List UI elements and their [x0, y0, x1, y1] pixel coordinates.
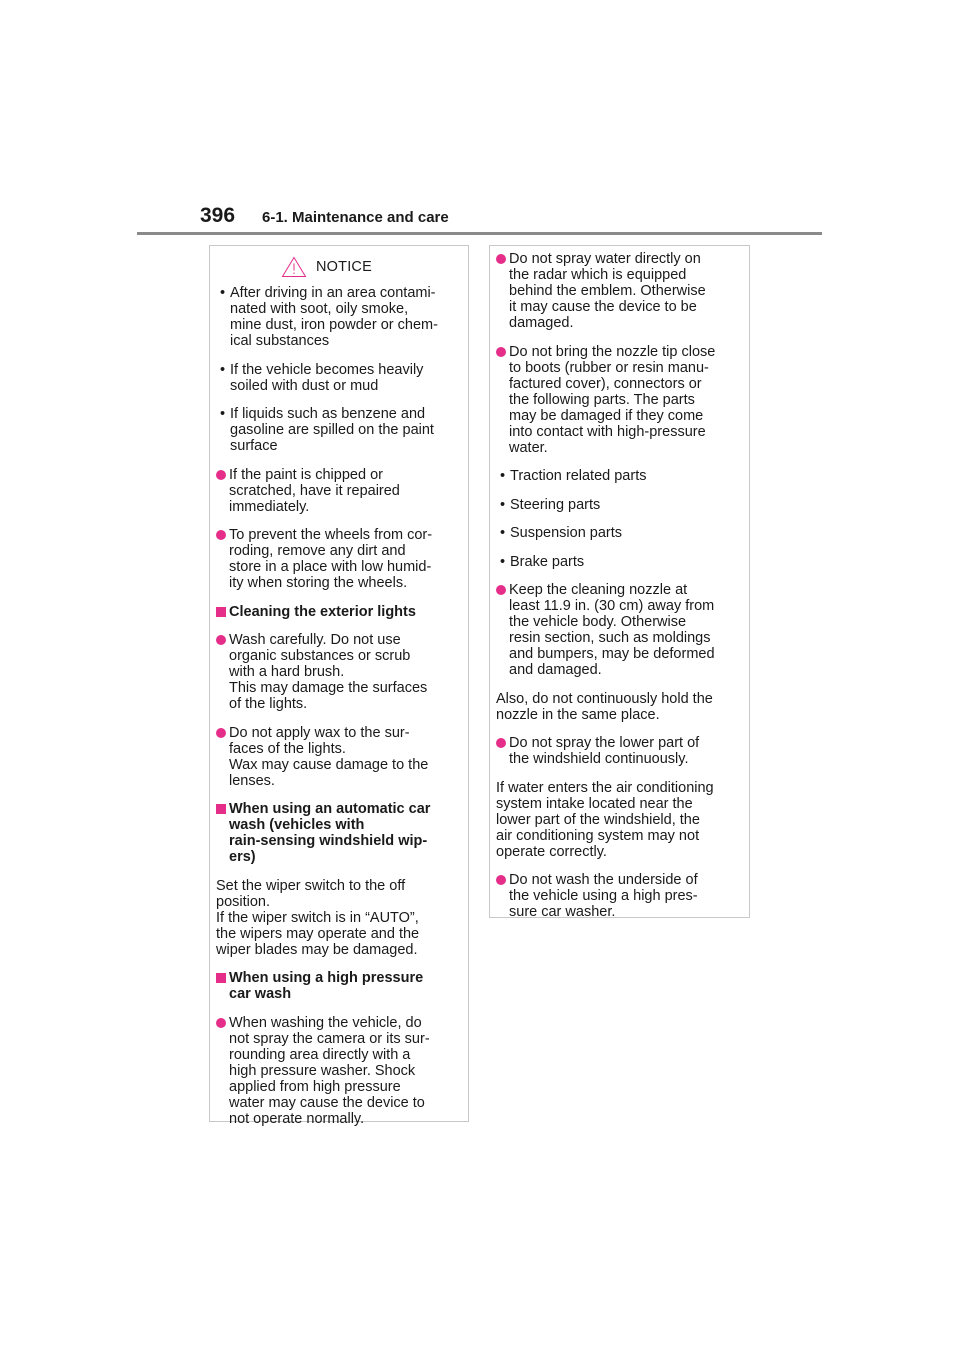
item-text: Set the wiper switch to the off position…: [216, 877, 420, 958]
notice-header: NOTICE: [216, 254, 463, 280]
item-text: If the paint is chipped or scratched, ha…: [229, 466, 400, 515]
item-text: After driving in an area contami- nated …: [230, 285, 438, 349]
pink-circle-bullet-icon: [496, 254, 506, 264]
item-text: Also, do not continuously hold the nozzl…: [496, 690, 713, 723]
item-text: Keep the cleaning nozzle at least 11.9 i…: [509, 582, 715, 678]
bullet-dot-icon: •: [500, 468, 506, 484]
page-number: 396: [200, 204, 236, 227]
list-item: •Steering parts: [496, 497, 744, 513]
list-item: To prevent the wheels from cor- roding, …: [216, 527, 463, 591]
pink-circle-bullet-icon: [216, 1017, 226, 1028]
pink-circle-bullet-icon: [496, 875, 506, 885]
item-text: Wash carefully. Do not use organic subst…: [229, 632, 428, 712]
pink-circle-bullet-icon: [496, 738, 506, 748]
item-text: Do not bring the nozzle tip close to boo…: [509, 343, 716, 456]
pink-circle-bullet-icon: [216, 530, 226, 540]
list-item: •After driving in an area contami- nated…: [216, 285, 463, 349]
list-item: Also, do not continuously hold the nozzl…: [496, 691, 744, 723]
subsection-heading: Cleaning the exterior lights: [216, 604, 463, 620]
pink-square-bullet-icon: [216, 606, 226, 617]
item-text: If liquids such as benzene and gasoline …: [230, 406, 434, 454]
list-item: Set the wiper switch to the off position…: [216, 878, 463, 958]
pink-circle-bullet-icon: [496, 585, 506, 595]
list-item: If the paint is chipped or scratched, ha…: [216, 467, 463, 515]
list-item: If water enters the air conditioning sys…: [496, 780, 744, 860]
pink-square-bullet-icon: [216, 973, 226, 983]
item-text: Do not wash the underside of the vehicle…: [509, 872, 698, 920]
pink-circle-bullet-icon: [216, 469, 226, 480]
pink-circle-bullet-icon: [216, 727, 226, 738]
pink-circle-bullet-icon: [216, 635, 226, 645]
pink-square-bullet-icon: [216, 804, 226, 814]
item-text: When washing the vehicle, do not spray t…: [229, 1014, 430, 1127]
item-text: When using a high pressure car wash: [229, 970, 424, 1002]
bullet-dot-icon: •: [500, 496, 506, 513]
list-item: When washing the vehicle, do not spray t…: [216, 1015, 463, 1127]
bullet-dot-icon: •: [220, 361, 226, 378]
list-item: Do not wash the underside of the vehicle…: [496, 872, 744, 920]
pink-circle-bullet-icon: [496, 346, 506, 357]
notice-list-right: Do not spray water directly on the radar…: [496, 251, 744, 920]
item-text: When using an automatic car wash (vehicl…: [229, 801, 431, 865]
list-item: •Brake parts: [496, 554, 744, 570]
warning-triangle-icon: [281, 256, 307, 277]
list-item: Do not spray the lower part of the winds…: [496, 735, 744, 767]
list-item: Wash carefully. Do not use organic subst…: [216, 632, 463, 712]
list-item: •If the vehicle becomes heavily soiled w…: [216, 362, 463, 394]
item-text: Do not spray water directly on the radar…: [509, 251, 706, 331]
list-item: Do not apply wax to the sur- faces of th…: [216, 725, 463, 789]
item-text: Cleaning the exterior lights: [229, 603, 416, 620]
list-item: •Suspension parts: [496, 525, 744, 541]
list-item: •Traction related parts: [496, 468, 744, 484]
list-item: Do not spray water directly on the radar…: [496, 251, 744, 331]
header-rule: [137, 232, 822, 235]
item-text: Suspension parts: [510, 525, 623, 541]
bullet-dot-icon: •: [500, 553, 506, 570]
section-title: 6-1. Maintenance and care: [262, 209, 449, 226]
list-item: Keep the cleaning nozzle at least 11.9 i…: [496, 582, 744, 678]
item-text: To prevent the wheels from cor- roding, …: [229, 527, 433, 591]
item-text: Steering parts: [510, 496, 601, 513]
item-text: Do not spray the lower part of the winds…: [509, 735, 700, 767]
page-header: 396 6-1. Maintenance and care: [200, 204, 822, 234]
item-text: Brake parts: [510, 553, 585, 570]
list-item: Do not bring the nozzle tip close to boo…: [496, 344, 744, 456]
notice-box-left: NOTICE •After driving in an area contami…: [209, 245, 469, 1127]
bullet-dot-icon: •: [220, 285, 226, 301]
notice-list-left: •After driving in an area contami- nated…: [216, 285, 463, 1127]
notice-label: NOTICE: [316, 259, 372, 275]
list-item: •If liquids such as benzene and gasoline…: [216, 406, 463, 454]
bullet-dot-icon: •: [500, 525, 506, 541]
item-text: If water enters the air conditioning sys…: [496, 779, 714, 860]
subsection-heading: When using a high pressure car wash: [216, 970, 463, 1002]
item-text: If the vehicle becomes heavily soiled wi…: [230, 361, 424, 394]
notice-box-right: Do not spray water directly on the radar…: [489, 245, 750, 920]
item-text: Traction related parts: [510, 468, 647, 484]
item-text: Do not apply wax to the sur- faces of th…: [229, 724, 429, 789]
subsection-heading: When using an automatic car wash (vehicl…: [216, 801, 463, 865]
bullet-dot-icon: •: [220, 406, 226, 422]
